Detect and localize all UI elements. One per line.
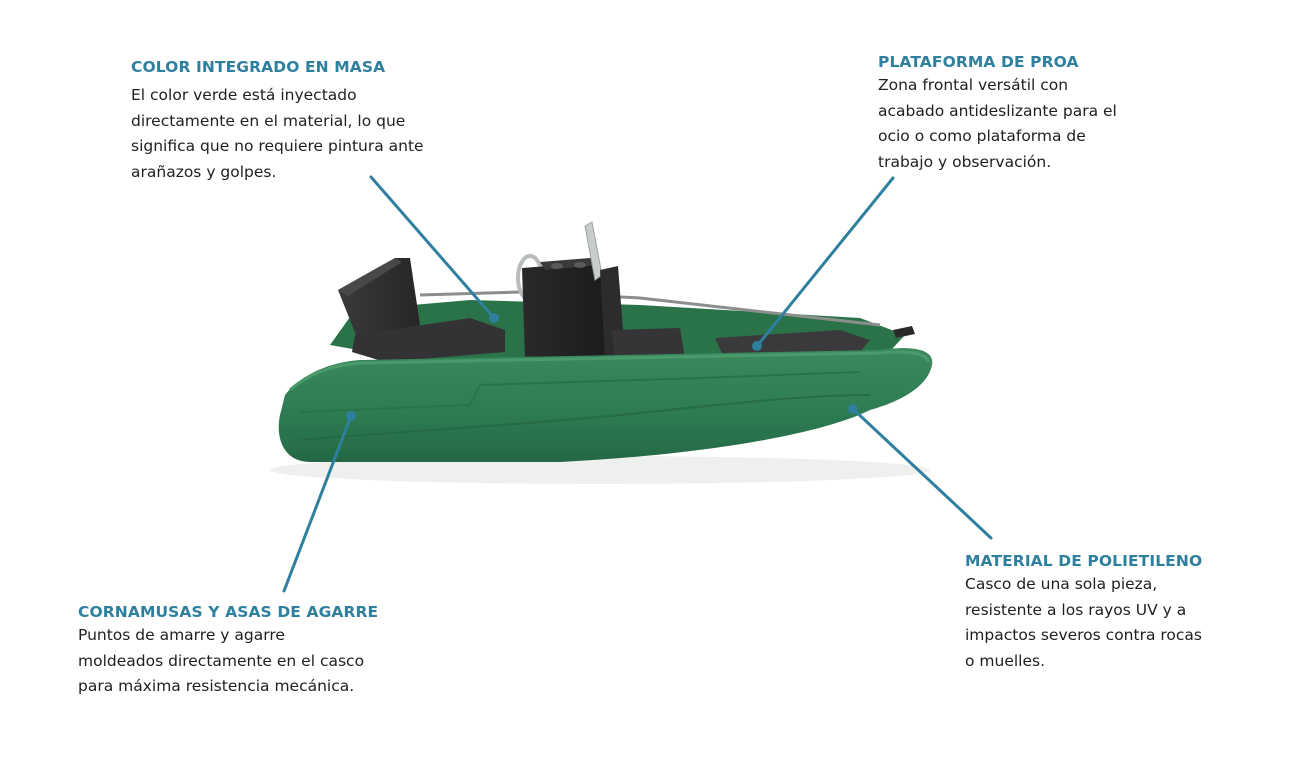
callout-line: trabajo y observación.	[878, 152, 1052, 171]
leader-dot-cornamusas	[346, 411, 356, 421]
callout-line: acabado antideslizante para el	[878, 101, 1117, 120]
callout-line: moldeados directamente en el casco	[78, 651, 365, 670]
callout-title: COLOR INTEGRADO EN MASA	[131, 58, 386, 76]
leader-line-proa	[755, 176, 895, 348]
callout-cornamusas: CORNAMUSAS Y ASAS DE AGARRE Puntos de am…	[78, 602, 418, 700]
callout-line: El color verde está inyectado	[131, 86, 357, 104]
callout-line: significa que no requiere pintura ante	[131, 137, 424, 155]
leader-dot-color	[489, 313, 499, 323]
green-boat-illustration	[270, 221, 933, 484]
leader-dot-polietileno	[848, 404, 858, 414]
callout-line: Casco de una sola pieza,	[965, 575, 1158, 593]
callout-line: directamente en el material, lo que	[131, 111, 406, 130]
callout-line: ocio o como plataforma de	[878, 127, 1086, 145]
callout-description: Zona frontal versátil con acabado antide…	[878, 73, 1168, 175]
callout-line: para máxima resistencia mecánica.	[78, 677, 355, 695]
leader-line-color	[369, 175, 496, 320]
leader-line-cornamusas	[282, 414, 353, 593]
callout-line: o muelles.	[965, 651, 1046, 670]
callout-line: Puntos de amarre y agarre	[78, 626, 285, 644]
callout-color-integrado: COLOR INTEGRADO EN MASA El color verde e…	[131, 57, 471, 185]
callout-title: CORNAMUSAS Y ASAS DE AGARRE	[78, 603, 379, 621]
boat-hull	[278, 348, 933, 462]
leader-points	[346, 313, 858, 421]
callout-plataforma-proa: PLATAFORMA DE PROA Zona frontal versátil…	[878, 52, 1168, 175]
leader-line-polietileno	[851, 407, 993, 540]
boat-console	[522, 262, 605, 360]
callout-line: impactos severos contra rocas	[965, 626, 1202, 644]
callout-description: Puntos de amarre y agarre moldeados dire…	[78, 623, 418, 700]
callout-line: resistente a los rayos UV y a	[965, 600, 1187, 619]
callout-title: PLATAFORMA DE PROA	[878, 53, 1079, 71]
leader-dot-proa	[752, 341, 762, 351]
callout-description: El color verde está inyectado directamen…	[131, 83, 471, 185]
boat-rear-seat-cushion	[352, 318, 505, 362]
callout-title: MATERIAL DE POLIETILENO	[965, 552, 1203, 570]
callout-polietileno: MATERIAL DE POLIETILENO Casco de una sol…	[965, 551, 1265, 674]
callout-line: Zona frontal versátil con	[878, 76, 1069, 94]
callout-line: arañazos y golpes.	[131, 162, 277, 181]
leader-lines	[282, 175, 993, 593]
bow-cleat-icon	[893, 326, 915, 338]
callout-description: Casco de una sola pieza, resistente a lo…	[965, 572, 1265, 674]
